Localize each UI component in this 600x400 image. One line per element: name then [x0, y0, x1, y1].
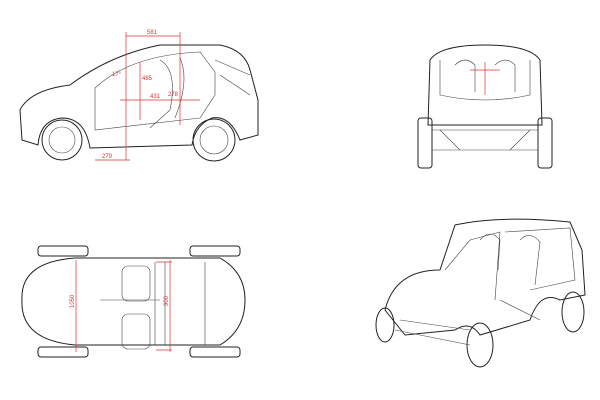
dimension-label: 431 — [150, 94, 161, 100]
seat — [121, 265, 151, 302]
dimension-label: 278 — [168, 92, 179, 98]
dimension-label: 279 — [102, 154, 113, 160]
dimension-label: 485 — [142, 76, 153, 82]
front-view — [417, 44, 553, 169]
side-view: 581 17° 485 431 278 279 — [19, 30, 259, 162]
rear-wheel — [192, 118, 236, 162]
dimension-label: 900 — [164, 295, 170, 306]
wheel — [561, 291, 585, 333]
perspective-view — [375, 218, 586, 368]
front-wheel — [41, 119, 83, 161]
seat — [121, 313, 151, 350]
right-wheel — [537, 117, 553, 169]
dimension-label: 581 — [147, 30, 158, 36]
wheel — [466, 322, 494, 368]
dimension-label: 17° — [112, 72, 122, 78]
wheel — [375, 307, 395, 343]
top-view: 1050 900 — [21, 245, 246, 358]
left-wheel — [417, 117, 433, 169]
dimension-label: 1050 — [70, 294, 76, 308]
